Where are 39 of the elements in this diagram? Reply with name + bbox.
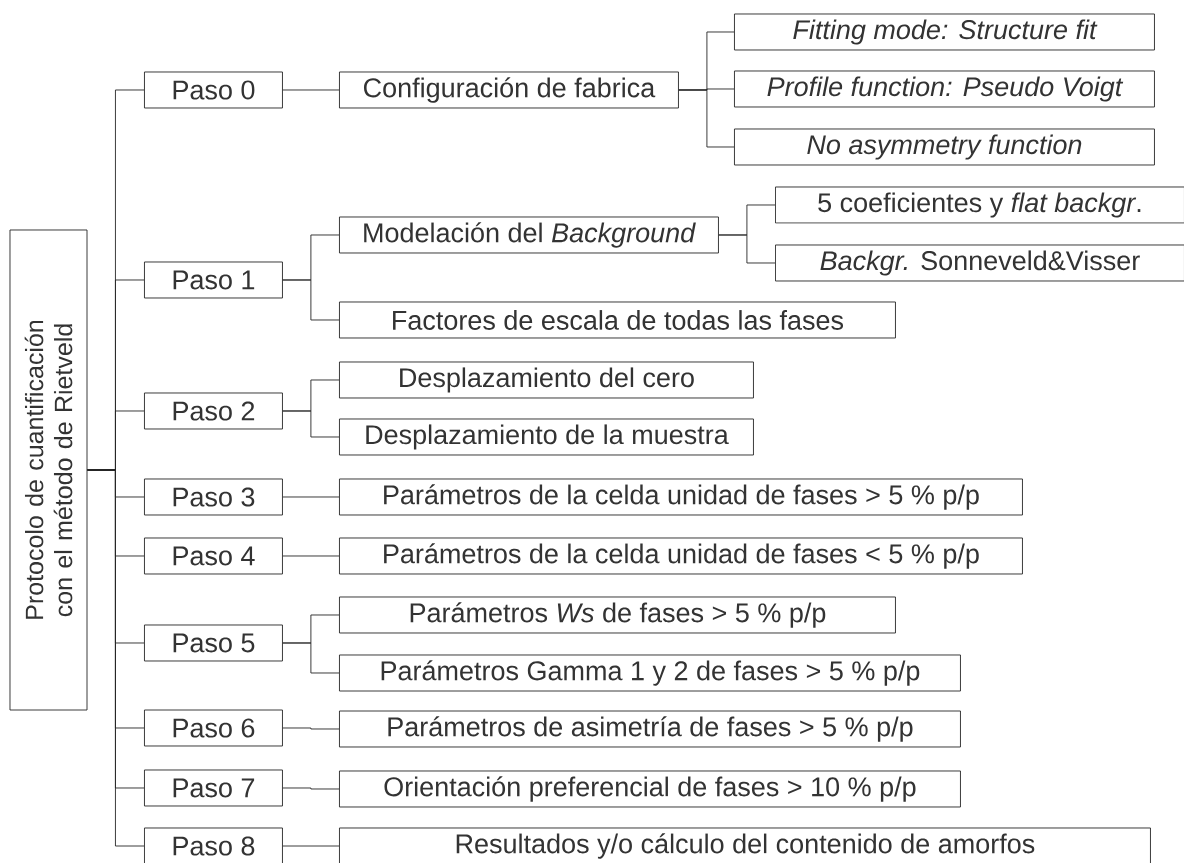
- task-box: Parámetros Ws de fases > 5 % p/p: [339, 596, 896, 634]
- step-box: Paso 1: [144, 261, 283, 299]
- task-box: 5 coeficientes y flat backgr.: [775, 186, 1184, 224]
- task-box: No asymmetry function: [734, 128, 1155, 166]
- connector-line: [87, 469, 145, 847]
- task-box: Backgr. Sonneveld&Visser: [775, 244, 1184, 282]
- step-box: Paso 6: [144, 709, 283, 747]
- task-box: Profile function: Pseudo Voigt: [734, 70, 1155, 108]
- step-box: Paso 8: [144, 827, 283, 863]
- task-box: Parámetros de la celda unidad de fases < 5 % p/p: [339, 537, 1023, 575]
- step-box: Paso 3: [144, 478, 283, 516]
- connector-line: [282, 279, 340, 321]
- task-box: Factores de escala de todas las fases: [339, 301, 896, 339]
- task-box: Desplazamiento del cero: [339, 361, 754, 399]
- step-box: Paso 0: [144, 71, 283, 109]
- connector-line: [282, 555, 340, 557]
- connector-line: [718, 234, 776, 264]
- task-box: Modelación del Background: [339, 216, 719, 254]
- connector-line: [282, 845, 340, 847]
- task-box: Desplazamiento de la muestra: [339, 418, 754, 456]
- task-box: Parámetros Gamma 1 y 2 de fases > 5 % p/p: [339, 654, 961, 692]
- step-box: Paso 2: [144, 392, 283, 430]
- connector-line: [282, 787, 340, 790]
- connector-line: [282, 410, 340, 438]
- step-box: Paso 7: [144, 769, 283, 807]
- connector-line: [282, 496, 340, 498]
- title-box: Protocolo de cuantificación con el método de Rietveld: [9, 229, 88, 711]
- task-box: Parámetros de asimetría de fases > 5 % p/p: [339, 710, 961, 748]
- task-box: Resultados y/o cálculo del contenido de amorfos: [339, 827, 1151, 863]
- task-box: Configuración de fabrica: [339, 71, 679, 109]
- step-box: Paso 5: [144, 624, 283, 662]
- task-box: Fitting mode: Structure fit: [734, 13, 1155, 51]
- task-box: Orientación preferencial de fases > 10 % p/p: [339, 770, 961, 808]
- task-box: Parámetros de la celda unidad de fases > 5 % p/p: [339, 478, 1023, 516]
- connector-line: [282, 727, 340, 730]
- connector-line: [282, 642, 340, 674]
- connector-line: [678, 89, 735, 148]
- connector-line: [282, 89, 340, 91]
- step-box: Paso 4: [144, 537, 283, 575]
